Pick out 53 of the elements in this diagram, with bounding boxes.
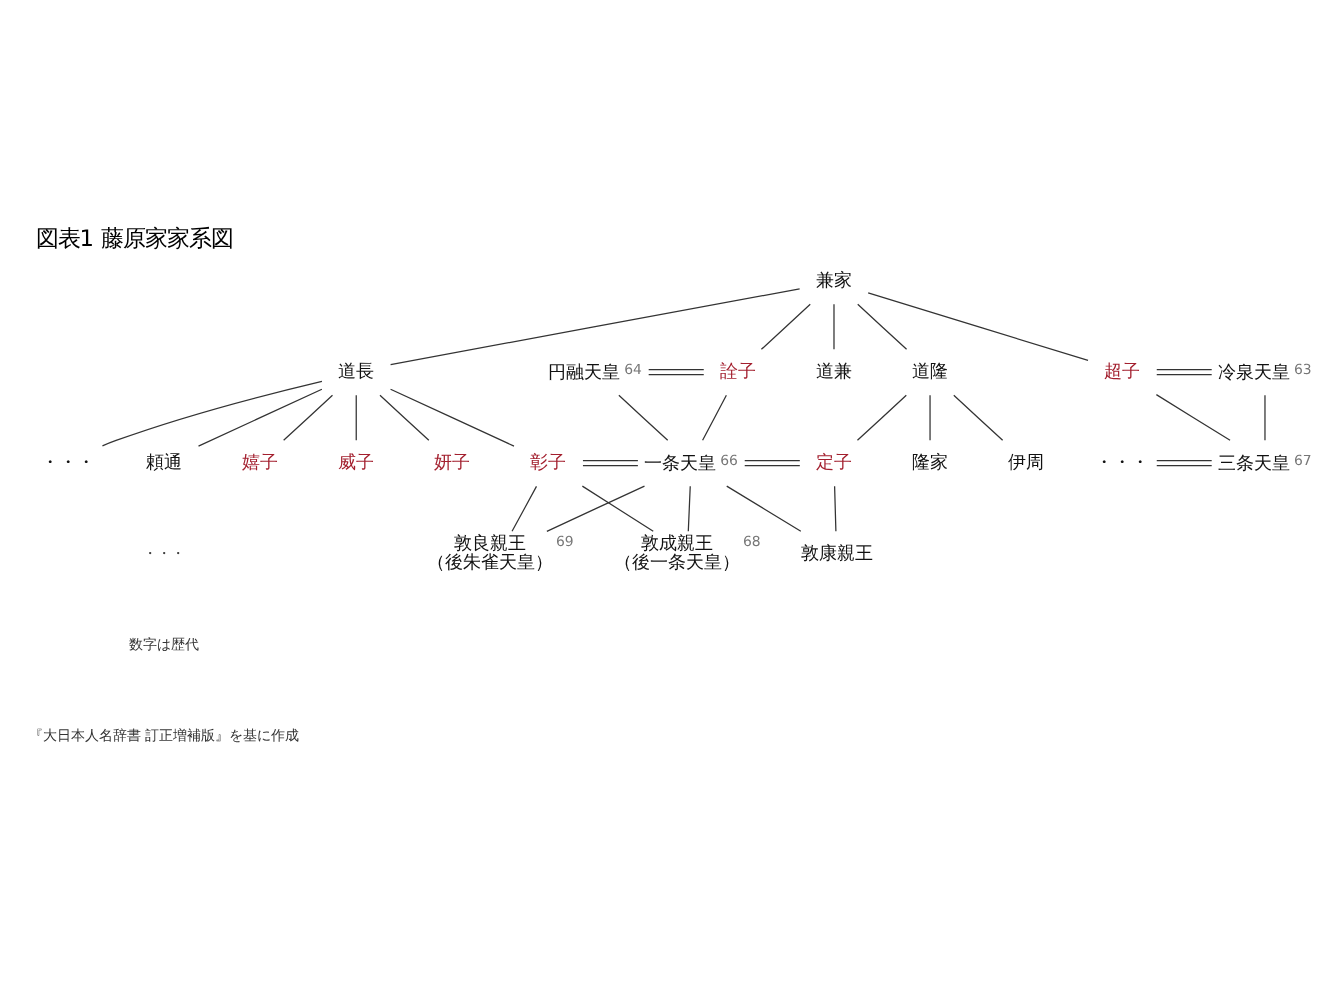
node-text: 妍子 xyxy=(434,453,471,474)
node-text: 円融天皇 xyxy=(548,363,621,384)
node-text: 頼通 xyxy=(146,453,183,474)
connector xyxy=(687,485,691,532)
connector xyxy=(1155,394,1231,441)
connector xyxy=(581,485,654,532)
connector xyxy=(929,394,931,441)
connector xyxy=(389,288,801,366)
node-text: 三条天皇 xyxy=(1218,454,1291,475)
connector xyxy=(101,380,323,447)
connector xyxy=(283,394,334,441)
node-text: 敦成親王 （後一条天皇） xyxy=(614,535,741,575)
connector xyxy=(701,394,727,441)
node-text: ・・・ xyxy=(1095,453,1150,474)
connector xyxy=(744,460,801,467)
connector xyxy=(648,369,705,376)
connector xyxy=(389,388,515,447)
node-text: 威子 xyxy=(338,453,375,474)
node-text: 定子 xyxy=(815,453,852,474)
connector xyxy=(867,292,1089,362)
connector xyxy=(834,485,837,532)
node-text: 超子 xyxy=(1104,362,1141,383)
node-text: 隆家 xyxy=(912,453,949,474)
connector xyxy=(856,394,907,441)
connector xyxy=(1264,394,1266,441)
node-text: 敦良親王 （後朱雀天皇） xyxy=(427,535,554,575)
connector xyxy=(511,485,538,532)
diagram-title: 図表1 藤原家家系図 xyxy=(35,224,234,253)
connector xyxy=(379,394,430,441)
node-text: 彰子 xyxy=(530,453,567,474)
node-text: 詮子 xyxy=(719,362,756,383)
node-text: 一条天皇 xyxy=(644,454,717,475)
connector xyxy=(197,388,323,447)
connector xyxy=(355,394,357,441)
connector xyxy=(1156,369,1213,376)
node-text: 嬉子 xyxy=(242,453,279,474)
node-text: 道兼 xyxy=(815,362,852,383)
node-text: 冷泉天皇 xyxy=(1218,363,1291,384)
node-text: ・・・ xyxy=(41,453,96,474)
connector xyxy=(833,303,835,350)
node-text: 兼家 xyxy=(815,271,852,292)
connector xyxy=(760,303,811,350)
node-text: 道長 xyxy=(338,362,375,383)
connector xyxy=(953,394,1004,441)
node-text: 敦康親王 xyxy=(800,544,873,565)
connector xyxy=(546,485,646,532)
connector xyxy=(618,394,669,441)
connector xyxy=(726,485,802,532)
node-text: 伊周 xyxy=(1008,453,1045,474)
connector xyxy=(582,460,639,467)
node-text: 道隆 xyxy=(912,362,949,383)
connector xyxy=(857,303,908,350)
connector xyxy=(1156,460,1213,467)
